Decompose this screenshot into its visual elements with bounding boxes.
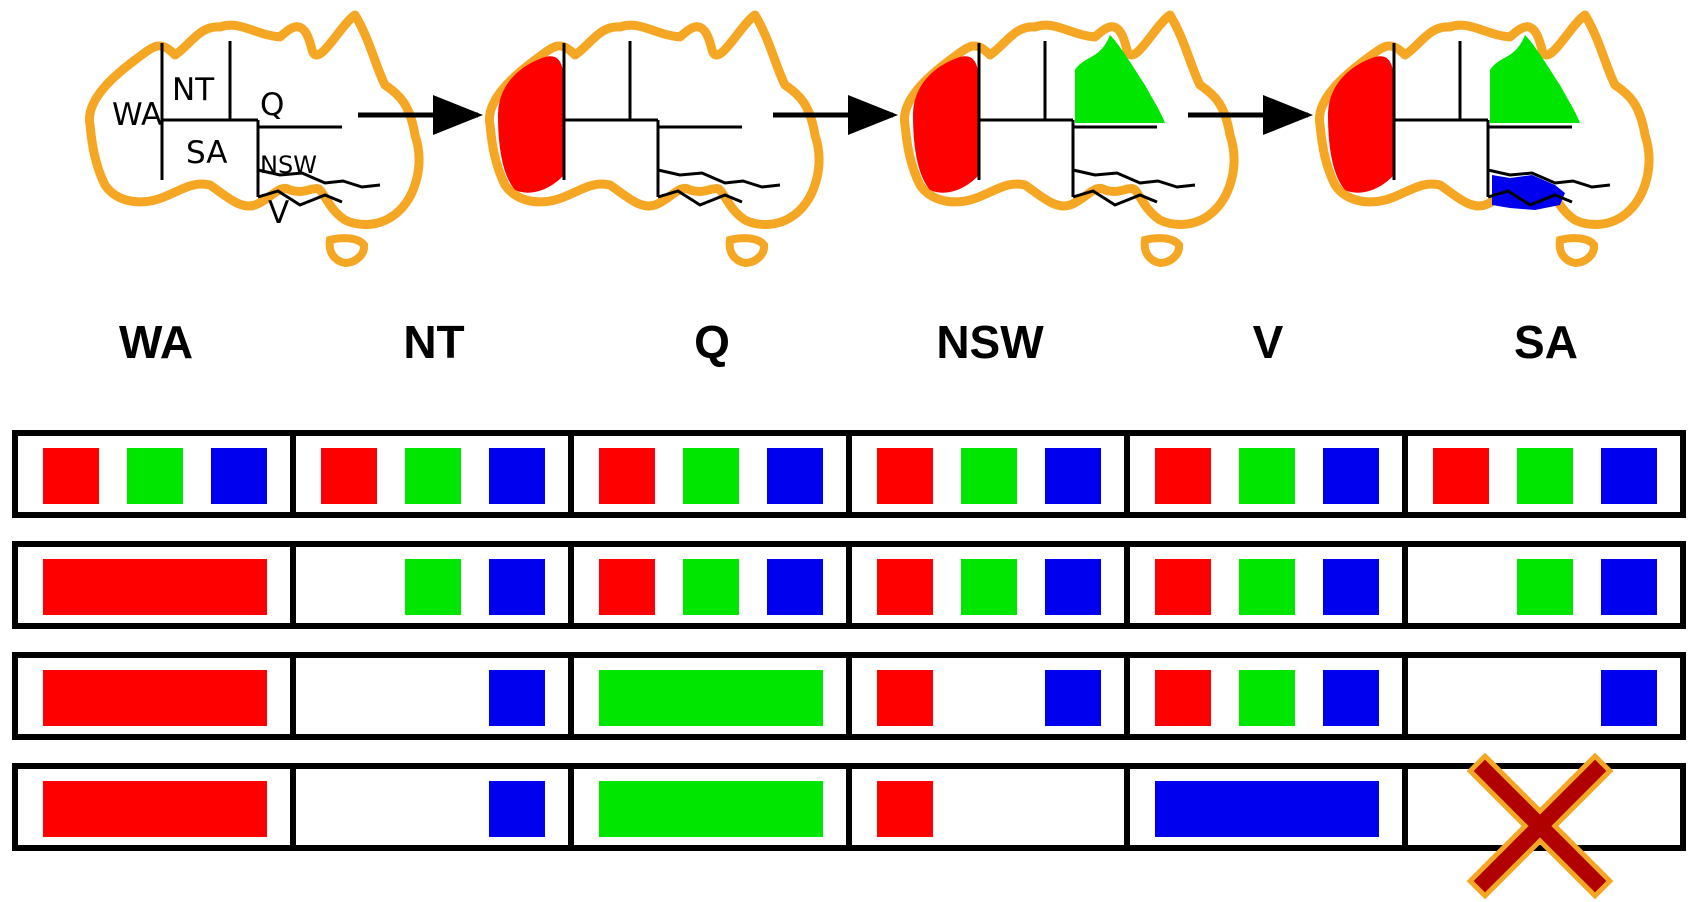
assigned-q-green: [599, 670, 823, 726]
state-borders: [977, 41, 1196, 207]
tasmania-outline: [325, 234, 369, 268]
state-borders: [160, 41, 381, 207]
state-borders: [1392, 41, 1611, 207]
domain-value-sa-blue: [1601, 670, 1657, 726]
state-label-nsw: NSW: [260, 151, 317, 179]
region-fill-wa: [1328, 56, 1394, 193]
domain-value-sa-green: [1517, 559, 1573, 615]
tasmania-outline: [1555, 234, 1599, 268]
map-step-2: [485, 10, 824, 268]
column-header-sa: SA: [1514, 316, 1578, 368]
domain-value-q-red: [599, 559, 655, 615]
map-initial: WA NT Q SA NSW V: [85, 10, 424, 268]
domain-value-q-green: [683, 559, 739, 615]
domain-value-nsw-red: [877, 670, 933, 726]
domain-row-3: [12, 652, 1686, 740]
column-header-wa: WA: [119, 316, 193, 368]
domain-row-2: [12, 541, 1686, 629]
domain-value-v-red: [1155, 559, 1211, 615]
domain-row-4: [12, 752, 1686, 900]
domain-value-v-blue: [1323, 670, 1379, 726]
domain-row-1: [12, 430, 1686, 518]
state-label-v: V: [268, 195, 289, 231]
state-label-nt: NT: [172, 72, 215, 108]
tasmania-outline: [725, 234, 769, 268]
region-fill-wa: [498, 56, 564, 193]
state-label-wa: WA: [112, 97, 162, 133]
region-fill-v: [1492, 175, 1565, 210]
assigned-wa-red: [43, 781, 267, 837]
domain-value-wa-red: [43, 448, 99, 504]
domain-value-v-red: [1155, 448, 1211, 504]
assigned-q-green: [599, 781, 823, 837]
domain-value-nsw-green: [961, 448, 1017, 504]
domain-value-v-blue: [1323, 559, 1379, 615]
domain-value-nsw-red: [877, 781, 933, 837]
domain-value-nt-red: [321, 448, 377, 504]
domain-value-nsw-green: [961, 559, 1017, 615]
domain-value-nsw-blue: [1045, 670, 1101, 726]
domain-wipeout-cross-icon: [1466, 752, 1614, 900]
region-fill-wa: [913, 56, 979, 193]
state-label-sa: SA: [186, 135, 227, 171]
state-borders: [562, 41, 781, 207]
domain-value-v-green: [1239, 559, 1295, 615]
domain-value-nt-green: [405, 559, 461, 615]
state-label-q: Q: [260, 87, 284, 123]
domain-value-q-blue: [767, 448, 823, 504]
domain-value-sa-green: [1517, 448, 1573, 504]
domain-value-q-blue: [767, 559, 823, 615]
column-header-nsw: NSW: [936, 316, 1044, 368]
domain-value-nsw-red: [877, 448, 933, 504]
domain-value-wa-blue: [211, 448, 267, 504]
map-step-3: [900, 10, 1239, 268]
domain-value-v-blue: [1323, 448, 1379, 504]
domain-value-nt-blue: [489, 670, 545, 726]
column-header-nt: NT: [403, 316, 464, 368]
domain-value-q-red: [599, 448, 655, 504]
map-step-4: [1315, 10, 1654, 268]
tasmania-outline: [1140, 234, 1184, 268]
domain-value-nsw-blue: [1045, 448, 1101, 504]
domain-value-v-red: [1155, 670, 1211, 726]
domain-value-nt-blue: [489, 448, 545, 504]
region-fill-q: [1075, 35, 1165, 123]
column-header-q: Q: [694, 316, 730, 368]
domain-value-sa-red: [1433, 448, 1489, 504]
assigned-wa-red: [43, 670, 267, 726]
domain-value-nt-green: [405, 448, 461, 504]
domain-value-sa-blue: [1601, 559, 1657, 615]
domain-value-nsw-blue: [1045, 559, 1101, 615]
domain-value-q-green: [683, 448, 739, 504]
domain-value-nt-blue: [489, 781, 545, 837]
column-header-v: V: [1253, 316, 1284, 368]
domain-value-v-green: [1239, 670, 1295, 726]
domain-value-nt-blue: [489, 559, 545, 615]
assigned-v-blue: [1155, 781, 1379, 837]
domain-value-wa-green: [127, 448, 183, 504]
domain-table: [12, 430, 1686, 900]
domain-value-sa-blue: [1601, 448, 1657, 504]
domain-value-nsw-red: [877, 559, 933, 615]
assigned-wa-red: [43, 559, 267, 615]
region-fill-q: [1490, 35, 1580, 123]
domain-value-v-green: [1239, 448, 1295, 504]
